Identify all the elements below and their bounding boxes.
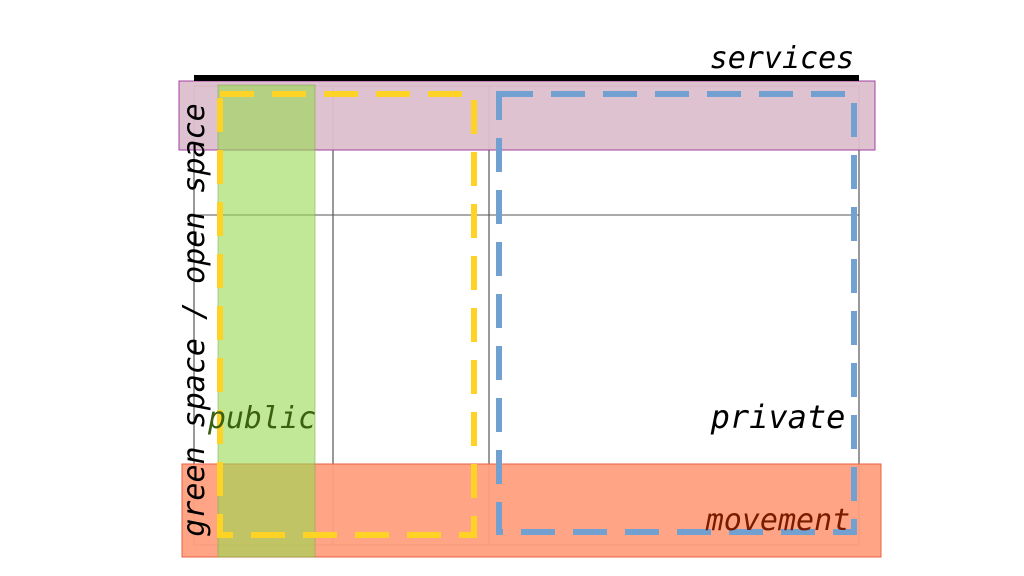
green-space-column [217,84,316,558]
movement-label: movement [705,503,851,538]
private-label: private [710,398,846,436]
public-zone-outline [217,91,477,538]
services-line [194,75,859,81]
public-label: public [207,401,316,436]
private-zone-outline [496,91,857,535]
services-label: services [710,41,855,76]
green-space-label: green space / open space [177,103,212,536]
